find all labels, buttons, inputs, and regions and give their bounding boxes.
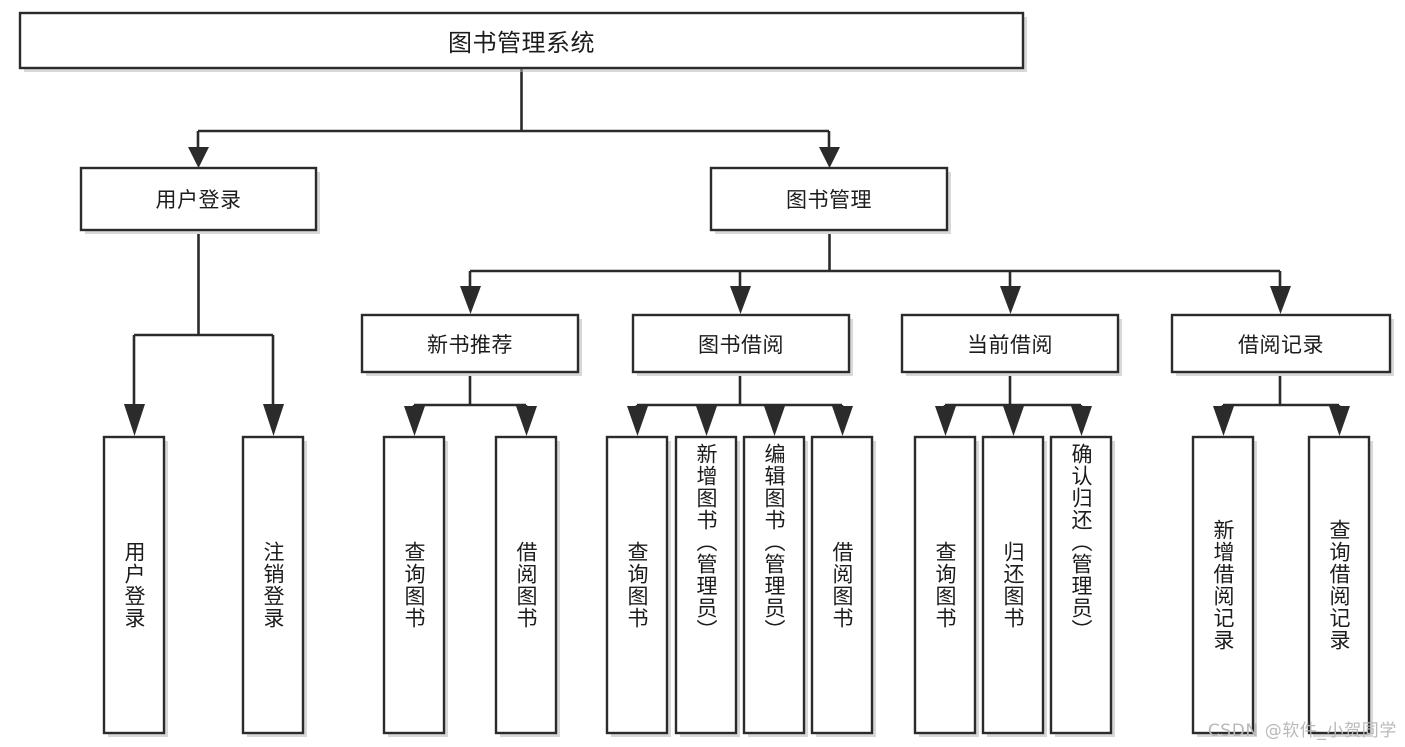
arrowhead-bookborrow — [730, 286, 751, 314]
arrowhead-leaf-borrow-edit — [764, 406, 785, 436]
arrowhead-leaf-rec-add — [1213, 406, 1234, 436]
node-box-user-login[interactable] — [79, 166, 318, 232]
arrowhead-leaf-borrow-do — [832, 406, 853, 436]
node-box-leaf-cur-confirm[interactable] — [1049, 435, 1113, 735]
node-boxes — [18, 11, 1394, 737]
node-box-leaf-cur-query[interactable] — [913, 435, 977, 735]
node-box-leaf-rec-add[interactable] — [1191, 435, 1255, 735]
node-box-current-borrow[interactable] — [900, 313, 1120, 374]
node-box-leaf-borrow-do[interactable] — [810, 435, 874, 735]
node-box-leaf-rec-query[interactable] — [382, 435, 446, 735]
node-box-book-manage[interactable] — [709, 166, 949, 232]
arrowhead-leaf-borrow-query — [627, 406, 648, 436]
arrowhead-leaf-rec-query2 — [1329, 406, 1350, 436]
arrow-heads — [124, 147, 1350, 436]
arrowhead-currentborrow — [1000, 286, 1021, 314]
node-box-leaf-borrow-edit[interactable] — [742, 435, 806, 735]
arrowhead-leaf-userlogout — [263, 404, 284, 436]
arrowhead-userlogin — [188, 147, 209, 168]
node-box-borrow-record[interactable] — [1170, 313, 1392, 374]
node-box-leaf-rec-borrow[interactable] — [494, 435, 558, 735]
arrowhead-leaf-cur-query — [935, 406, 956, 436]
node-box-leaf-borrow-query[interactable] — [605, 435, 669, 735]
node-box-leaf-rec-query2[interactable] — [1307, 435, 1371, 735]
node-box-leaf-user-logout[interactable] — [241, 435, 305, 735]
arrowhead-newbookrec — [460, 286, 481, 314]
arrowhead-leaf-cur-return — [1003, 406, 1024, 436]
arrowhead-leaf-rec-query — [404, 406, 425, 436]
node-box-leaf-borrow-add[interactable] — [674, 435, 738, 735]
node-box-leaf-cur-return[interactable] — [981, 435, 1045, 735]
node-box-book-borrow[interactable] — [631, 313, 851, 374]
arrowhead-leaf-borrow-add — [696, 406, 717, 436]
node-box-new-book-rec[interactable] — [360, 313, 580, 374]
arrowhead-bookmanage — [819, 147, 840, 168]
arrowhead-borrowrecord — [1270, 286, 1291, 314]
arrowhead-leaf-rec-borrow — [516, 406, 537, 436]
node-box-leaf-user-login[interactable] — [102, 435, 166, 735]
arrowhead-leaf-cur-confirm — [1071, 406, 1092, 436]
node-box-root[interactable] — [18, 11, 1025, 70]
arrowhead-leaf-userlogin — [124, 404, 145, 436]
